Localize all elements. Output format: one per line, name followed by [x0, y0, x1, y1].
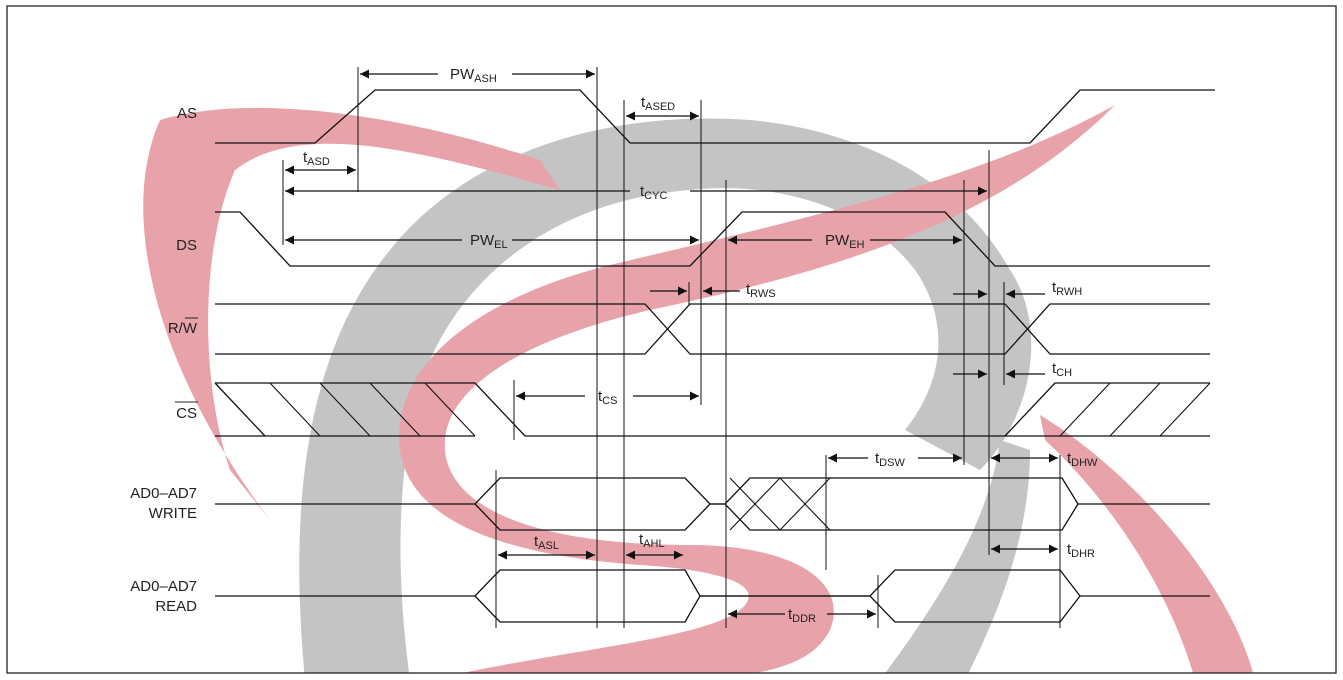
waveform-rw	[215, 303, 1210, 355]
watermark-red-right-sweep	[1040, 415, 1253, 673]
label-tased: tASED	[641, 94, 675, 113]
waveform-cs	[214, 382, 1211, 437]
label-tasd: tASD	[303, 149, 330, 168]
label-trwh: tRWH	[1052, 279, 1082, 298]
timing-guides	[282, 67, 1061, 628]
signal-label-read-2: READ	[155, 598, 197, 615]
watermark-gray-arc	[299, 118, 1032, 673]
label-tdhw: tDHW	[1067, 450, 1098, 469]
label-tdsw: tDSW	[875, 450, 905, 469]
watermark-red-s-curve	[399, 105, 1115, 673]
signal-label-cs: CS	[176, 405, 197, 422]
watermark-red-left-hook	[143, 107, 560, 520]
label-trws: tRWS	[746, 281, 776, 300]
diagram-frame	[6, 5, 1337, 674]
label-tcs: tCS	[598, 388, 617, 407]
waveform-write	[215, 477, 1210, 531]
waveform-ds	[215, 211, 1210, 267]
waveforms	[214, 89, 1215, 623]
label-tch: tCH	[1052, 360, 1072, 379]
watermark-logo	[143, 105, 1253, 673]
signal-label-ds: DS	[176, 237, 197, 254]
label-pwash: PWASH	[450, 66, 497, 85]
write-invalid-crosshatch	[729, 477, 831, 531]
signal-label-as: AS	[177, 105, 197, 122]
signal-label-write-2: WRITE	[149, 505, 197, 522]
label-tasl: tASL	[534, 533, 559, 552]
waveform-as	[215, 89, 1215, 144]
signal-label-read-1: AD0–AD7	[130, 578, 197, 595]
timing-annotations: PWASH tASED tASD tCYC PWEL PWEH tRWS tRW…	[285, 66, 1098, 625]
label-tdhr: tDHR	[1067, 541, 1095, 560]
label-tahl: tAHL	[639, 531, 665, 550]
waveform-read	[215, 569, 1210, 623]
label-pweh: PWEH	[825, 232, 865, 251]
watermark-gray-lower-arc	[885, 440, 1030, 673]
label-tddr: tDDR	[788, 606, 816, 625]
signal-label-write-1: AD0–AD7	[130, 485, 197, 502]
cs-dont-care-hatching	[269, 382, 1211, 437]
label-tcyc: tCYC	[640, 183, 667, 202]
signal-label-rw: R/W	[168, 320, 198, 337]
signal-labels: AS DS R/W W CS AD0–AD7 WRITE AD0–AD7 REA…	[130, 105, 198, 615]
label-pwel: PWEL	[470, 232, 508, 251]
